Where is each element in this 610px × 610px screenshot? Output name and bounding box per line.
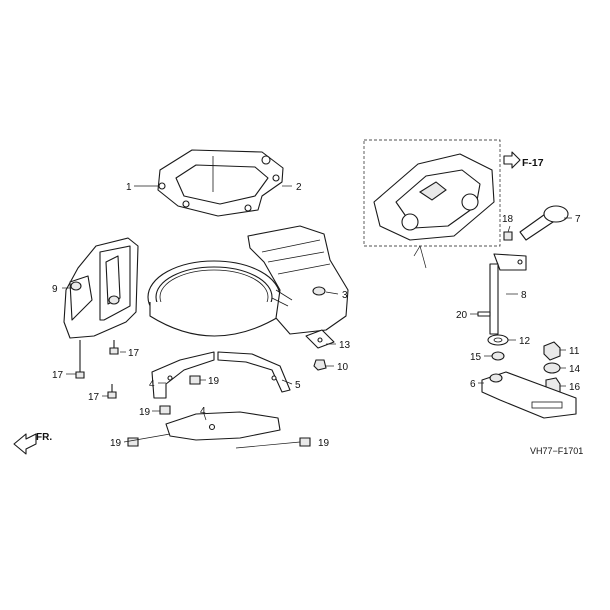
figure-code: VH77−F1701 (530, 446, 583, 456)
part-4-5-brackets (151, 351, 291, 441)
reference-label: F-17 (522, 157, 544, 169)
part-10-nut (313, 359, 327, 371)
callout-8: 8 (521, 290, 527, 301)
bolt-19a (189, 375, 201, 385)
part-8-shaft (489, 253, 527, 335)
front-direction-arrow (13, 433, 37, 455)
part-18-bolt (503, 231, 513, 241)
bolt-19b (159, 405, 171, 415)
part-15-washer (491, 351, 505, 361)
bolt-19c (127, 437, 139, 447)
part-12-washer (487, 334, 509, 346)
callout-19b: 19 (139, 407, 151, 418)
callout-13: 13 (339, 340, 351, 351)
bolt-17c (107, 384, 117, 399)
part-13-pad (305, 329, 335, 349)
callout-15: 15 (470, 352, 482, 363)
callout-3: 3 (342, 290, 348, 301)
height-adjuster-assembly (477, 205, 577, 419)
mower-reference-sketch (363, 139, 521, 269)
bolt-17a (75, 340, 85, 379)
leader-lines (62, 185, 572, 449)
part-11-nut (543, 341, 561, 361)
part-14-nut (543, 362, 561, 374)
callout-10: 10 (337, 362, 349, 373)
part-1-2-top-plate (157, 149, 284, 217)
callout-numbers: 1 2 3 4 4 5 6 7 8 9 10 11 12 13 14 15 16… (52, 182, 581, 449)
callout-4b: 4 (200, 406, 206, 417)
callout-18: 18 (502, 214, 514, 225)
callout-14: 14 (569, 364, 581, 375)
callout-16: 16 (569, 382, 581, 393)
bolt-17b (109, 340, 119, 355)
callout-19a: 19 (208, 376, 220, 387)
callout-20: 20 (456, 310, 468, 321)
bolt-19d (299, 437, 311, 447)
callout-19d: 19 (318, 438, 330, 449)
callout-7: 7 (575, 214, 581, 225)
front-label: FR. (36, 432, 52, 443)
part-9-side-cover (63, 237, 139, 339)
part-3-ring-housing (147, 225, 349, 337)
callout-9: 9 (52, 284, 58, 295)
callout-17b: 17 (128, 348, 140, 359)
callout-2: 2 (296, 182, 302, 193)
callout-5: 5 (295, 380, 301, 391)
callout-12: 12 (519, 336, 531, 347)
callout-11: 11 (569, 346, 580, 357)
callout-1: 1 (126, 182, 132, 193)
callout-6: 6 (470, 379, 476, 390)
callout-4a: 4 (149, 379, 155, 390)
part-7-lever (519, 205, 569, 241)
callout-17c: 17 (88, 392, 100, 403)
part-6-bracket (481, 371, 577, 419)
part-20-pin (477, 311, 491, 317)
callout-17a: 17 (52, 370, 64, 381)
callout-19c: 19 (110, 438, 122, 449)
